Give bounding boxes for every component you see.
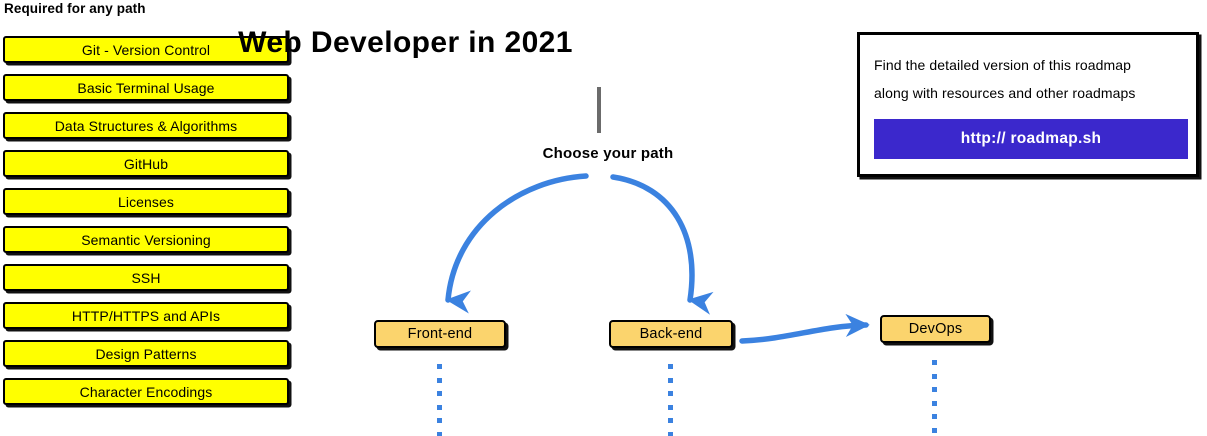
info-box-line-2: along with resources and other roadmaps: [874, 85, 1136, 101]
node-devops[interactable]: DevOps: [880, 315, 991, 343]
required-item-2[interactable]: Data Structures & Algorithms: [3, 112, 289, 139]
info-box-line-1: Find the detailed version of this roadma…: [874, 57, 1132, 73]
required-item-6[interactable]: SSH: [3, 264, 289, 291]
roadmap-link-label: http:// roadmap.sh: [960, 130, 1102, 147]
arrow-backend-to-devops: [739, 313, 870, 344]
required-item-1[interactable]: Basic Terminal Usage: [3, 74, 289, 101]
required-item-label: Design Patterns: [95, 345, 197, 362]
required-item-label: Git - Version Control: [81, 41, 211, 58]
node-label: Front-end: [407, 326, 473, 342]
title-stem-line: [597, 87, 601, 133]
node-front-end[interactable]: Front-end: [374, 320, 506, 348]
roadmap-link-button[interactable]: http:// roadmap.sh: [874, 119, 1188, 159]
node-label: DevOps: [908, 321, 963, 337]
required-item-label: Semantic Versioning: [81, 231, 211, 248]
info-box: Find the detailed version of this roadma…: [857, 32, 1199, 177]
info-box-text: Find the detailed version of this roadma…: [874, 51, 1190, 107]
dotted-trail-devops: [932, 360, 937, 436]
required-item-label: Character Encodings: [79, 383, 213, 400]
node-label: Back-end: [639, 326, 703, 342]
required-item-7[interactable]: HTTP/HTTPS and APIs: [3, 302, 289, 329]
required-item-label: Licenses: [117, 193, 175, 210]
required-item-8[interactable]: Design Patterns: [3, 340, 289, 367]
required-item-5[interactable]: Semantic Versioning: [3, 226, 289, 253]
choose-your-path-label: Choose your path: [542, 145, 674, 162]
required-item-4[interactable]: Licenses: [3, 188, 289, 215]
required-item-label: Basic Terminal Usage: [77, 79, 215, 96]
arrow-to-frontend: [445, 173, 589, 314]
node-back-end[interactable]: Back-end: [609, 320, 733, 348]
required-item-label: Data Structures & Algorithms: [54, 117, 238, 134]
required-item-label: GitHub: [123, 155, 169, 172]
required-item-0[interactable]: Git - Version Control: [3, 36, 289, 63]
arrow-to-backend: [610, 174, 714, 315]
required-item-3[interactable]: GitHub: [3, 150, 289, 177]
dotted-trail-backend: [668, 364, 673, 436]
required-item-label: HTTP/HTTPS and APIs: [71, 307, 221, 324]
required-item-label: SSH: [131, 269, 161, 286]
required-section-header: Required for any path: [4, 1, 146, 16]
required-item-9[interactable]: Character Encodings: [3, 378, 289, 405]
required-items-list: Git - Version Control Basic Terminal Usa…: [3, 36, 289, 416]
dotted-trail-frontend: [437, 364, 442, 436]
